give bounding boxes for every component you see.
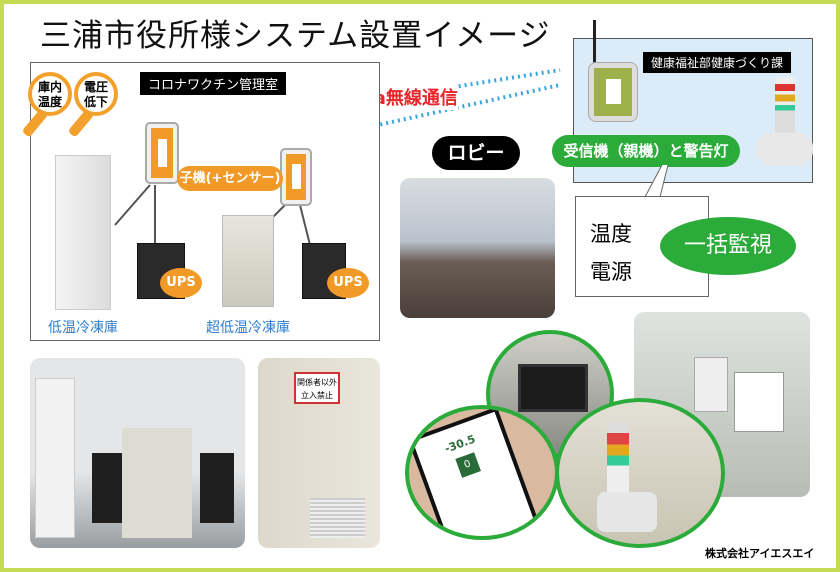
magnifier-temperature-icon: 庫内温度 bbox=[28, 72, 72, 116]
equipment-room-photo bbox=[30, 358, 245, 548]
warning-light-icon bbox=[775, 77, 795, 147]
lobby-photo bbox=[400, 178, 555, 318]
door-sign-line: 関係者以外 bbox=[297, 378, 337, 387]
ups-label: UPS bbox=[327, 268, 369, 298]
connection-lines bbox=[114, 184, 311, 246]
ultra-freezer-label: 超低温冷凍庫 bbox=[206, 320, 290, 336]
ups-label: UPS bbox=[160, 268, 202, 298]
lobby-label: ロビー bbox=[432, 136, 520, 170]
warning-light-base bbox=[757, 133, 813, 165]
smartphone-photo-circle: -30.5 0 bbox=[405, 405, 559, 540]
antenna-icon bbox=[593, 20, 596, 70]
freezer-image bbox=[55, 155, 111, 310]
magnifier-voltage-icon: 電圧低下 bbox=[74, 72, 118, 116]
child-unit-label: 子機(+センサー) bbox=[177, 166, 283, 191]
unified-monitoring-badge: 一括監視 bbox=[660, 217, 796, 275]
receiver-label: 受信機（親機）と警告灯 bbox=[552, 135, 740, 167]
receiver-unit-icon bbox=[588, 62, 638, 122]
dept-label: 健康福祉部健康づくり課 bbox=[643, 52, 792, 73]
phone-alert-count: 0 bbox=[454, 452, 481, 479]
freezer-label: 低温冷凍庫 bbox=[48, 320, 118, 336]
ultra-low-freezer-image bbox=[222, 215, 274, 307]
monitor-item-power: 電源 bbox=[590, 260, 632, 284]
warning-light-photo-circle bbox=[555, 398, 725, 548]
company-credit: 株式会社アイエスエイ bbox=[705, 547, 815, 560]
child-unit-icon bbox=[145, 122, 179, 184]
child-unit-icon bbox=[280, 148, 312, 206]
monitor-item-temperature: 温度 bbox=[590, 222, 632, 246]
room-label: コロナワクチン管理室 bbox=[140, 72, 287, 95]
door-sign-line: 立入禁止 bbox=[301, 391, 333, 400]
page-title: 三浦市役所様システム設置イメージ bbox=[40, 18, 551, 54]
door-photo: 関係者以外 立入禁止 bbox=[258, 358, 380, 548]
